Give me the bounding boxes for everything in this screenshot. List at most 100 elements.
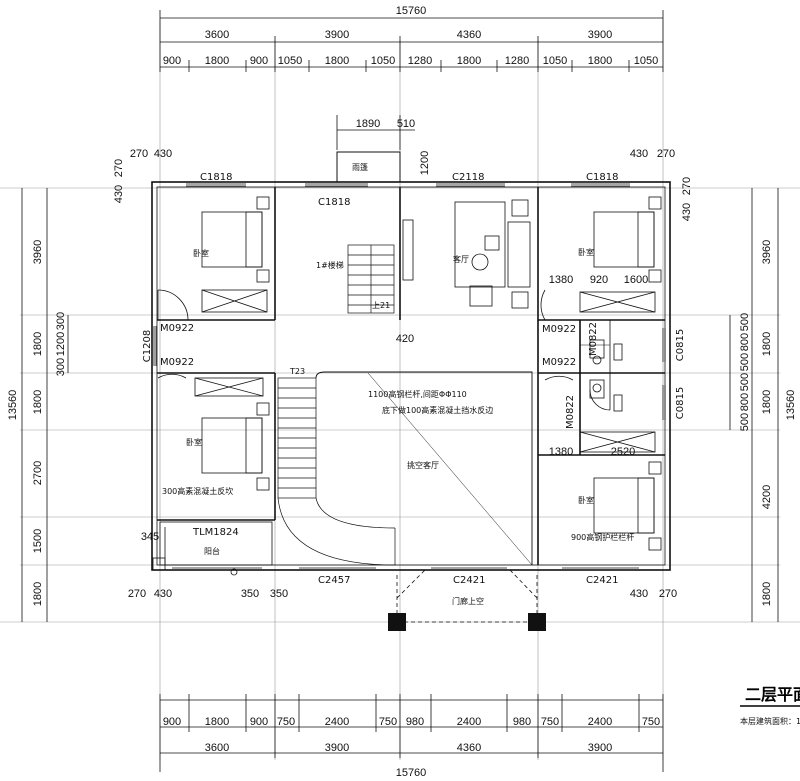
dim-920: 920 (590, 274, 608, 286)
dim-left-5: 1800 (32, 582, 44, 606)
bedroom-ml-label: 卧室 (186, 437, 202, 447)
dim-bot2-7: 2400 (457, 716, 481, 728)
dim-top2-3: 1050 (278, 55, 302, 67)
balcony (152, 521, 273, 576)
dim-bot2-4: 2400 (325, 716, 349, 728)
dim-top2-6: 1280 (408, 55, 432, 67)
area-note: 本层建筑面积：1 (740, 716, 800, 726)
dim-rights-0: 500 (739, 313, 751, 331)
stair-1-up: 上21 (372, 301, 390, 310)
dim-left-col: 3960 1800 1800 2700 1500 1800 (32, 240, 44, 606)
dim-bot1-3: 3900 (588, 742, 612, 754)
railing-note: 1100高钢栏杆,间距ΦΦ110 (368, 389, 467, 399)
dim-top2-2: 900 (250, 55, 268, 67)
dim-bot2-3: 750 (277, 716, 295, 728)
dim-top1-3: 3900 (588, 29, 612, 41)
dim-bottom-row1: 3600 3900 4360 3900 (205, 742, 612, 754)
dim-tr-270: 270 (657, 148, 675, 160)
canopy-dims (336, 115, 415, 150)
dim-left-4: 1500 (32, 529, 44, 553)
label-c1208: C1208 (142, 330, 153, 362)
dim-top2-5: 1050 (371, 55, 395, 67)
canopy (336, 151, 401, 183)
bathroom-fixtures (580, 339, 623, 412)
dim-rights-5: 500 (739, 413, 751, 431)
dim-right-2: 1800 (761, 390, 773, 414)
dim-1200: 1200 (419, 151, 431, 175)
label-c0815-b: C0815 (675, 387, 686, 419)
dim-350-b: 350 (270, 588, 288, 600)
dim-tr-270v: 270 (681, 177, 693, 195)
dim-tl-270v: 270 (113, 159, 125, 177)
living-label: 客厅 (453, 254, 469, 264)
dim-top2-9: 1050 (543, 55, 567, 67)
void-living-label: 挑空客厅 (407, 460, 439, 470)
dim-350-a: 350 (241, 588, 259, 600)
label-c2457: C2457 (318, 575, 350, 586)
dim-top1-0: 3600 (205, 29, 229, 41)
dim-left-0: 3960 (32, 240, 44, 264)
dim-bot2-5: 750 (379, 716, 397, 728)
label-m0822-a: M0822 (588, 322, 599, 356)
walls (151, 181, 671, 571)
label-c2421-b: C2421 (586, 575, 618, 586)
dim-right-4: 1800 (761, 582, 773, 606)
label-c1818-b: C1818 (318, 197, 350, 208)
dim-bot2-0: 900 (163, 716, 181, 728)
dim-rights-4: 800 (739, 393, 751, 411)
dim-br-270: 270 (659, 588, 677, 600)
label-c1818-c: C1818 (586, 172, 618, 183)
dim-left-1: 1800 (32, 332, 44, 356)
dim-lefts-0: 300 (55, 312, 67, 330)
dim-tr-430v: 430 (681, 203, 693, 221)
dim-top2-8: 1280 (505, 55, 529, 67)
label-c2421-a: C2421 (453, 575, 485, 586)
label-m0922-a: M0922 (160, 323, 194, 334)
dim-top2-0: 900 (163, 55, 181, 67)
bed-bottom-right (579, 431, 662, 551)
dim-right-3: 4200 (761, 485, 773, 509)
dim-right-0: 3960 (761, 240, 773, 264)
dim-total-width-bottom: 15760 (396, 767, 427, 779)
label-m0922-d: M0922 (542, 357, 576, 368)
right-dimensions (729, 188, 779, 622)
void-area (315, 371, 533, 566)
dim-tl-430: 430 (154, 148, 172, 160)
dim-left-3: 2700 (32, 461, 44, 485)
dim-bot2-10: 2400 (588, 716, 612, 728)
dim-right-col: 3960 1800 1800 4200 1800 (761, 240, 773, 606)
dim-top2-7: 1800 (457, 55, 481, 67)
bed-top-right (579, 196, 662, 313)
windows (153, 183, 666, 569)
dim-canopy-1: 510 (397, 118, 415, 130)
stair-t23-label: T23 (289, 367, 305, 376)
drawing-title: 二层平面 (745, 685, 800, 704)
dim-top1-1: 3900 (325, 29, 349, 41)
dim-right-1: 1800 (761, 332, 773, 356)
dim-1600: 1600 (624, 274, 648, 286)
railing900-note: 900高钢护栏栏杆 (571, 532, 634, 542)
dim-bot2-2: 900 (250, 716, 268, 728)
stair-1 (347, 244, 395, 314)
dim-tr-430: 430 (630, 148, 648, 160)
dim-lefts-2: 300 (55, 358, 67, 376)
bedroom-tl-label: 卧室 (193, 248, 209, 258)
dim-bl-430: 430 (154, 588, 172, 600)
dim-bot2-11: 750 (642, 716, 660, 728)
entry-void (396, 569, 538, 623)
dim-tl-430v: 430 (113, 185, 125, 203)
bedroom-br-label: 卧室 (578, 495, 594, 505)
dim-top2-4: 1800 (325, 55, 349, 67)
dim-br-430: 430 (630, 588, 648, 600)
bedroom-tr-label: 卧室 (578, 247, 594, 257)
bed-mid-left (194, 377, 270, 491)
label-m0922-b: M0922 (160, 357, 194, 368)
dim-lefts-1: 1200 (55, 332, 67, 356)
left-dimensions (21, 188, 69, 622)
dim-total-depth-left: 13560 (7, 390, 19, 421)
dim-top2-10: 1800 (588, 55, 612, 67)
stair-t23 (277, 377, 396, 566)
dim-top2-1: 1800 (205, 55, 229, 67)
dim-rights-3: 500 (739, 373, 751, 391)
living-furniture (402, 199, 531, 309)
